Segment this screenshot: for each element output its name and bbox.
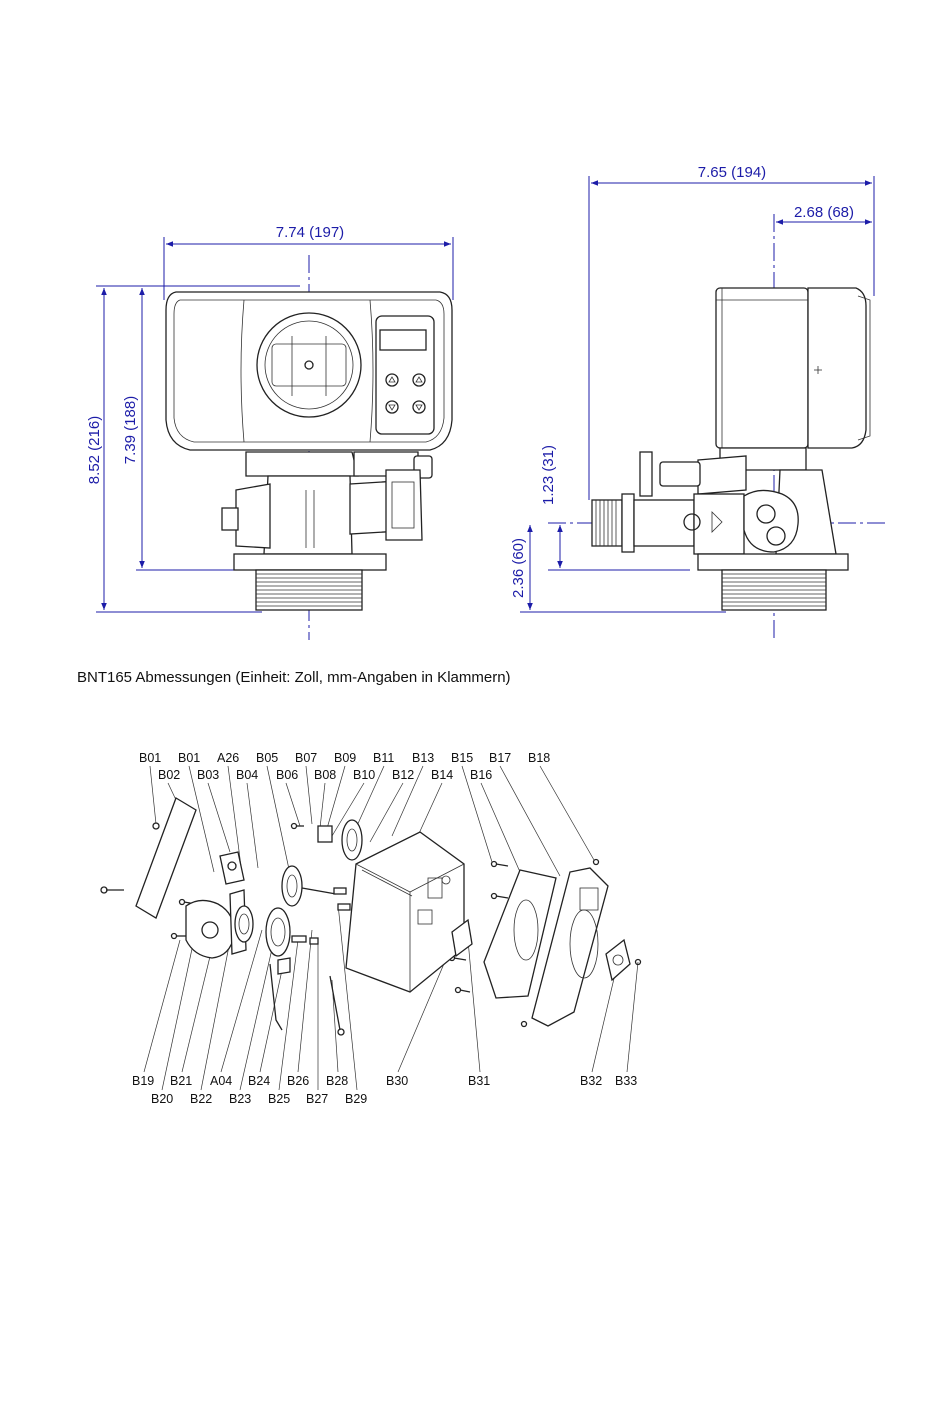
- offset-dim-label: 2.68 (68): [794, 204, 854, 221]
- port-height-dim-label: 1.23 (31): [540, 445, 557, 505]
- part-label: B01: [178, 751, 200, 765]
- dimensions-caption: BNT165 Abmessungen (Einheit: Zoll, mm-An…: [77, 669, 511, 686]
- part-label: B13: [412, 751, 434, 765]
- door-cover: [606, 940, 630, 980]
- part-label: B02: [158, 768, 180, 782]
- part-label: B17: [489, 751, 511, 765]
- gear-mid: [282, 866, 302, 906]
- part-label: B09: [334, 751, 356, 765]
- part-label: B11: [373, 751, 394, 765]
- part-label: B26: [287, 1074, 309, 1088]
- gear-small: [235, 906, 253, 942]
- cover-plate: [136, 798, 196, 918]
- part-label: B32: [580, 1074, 602, 1088]
- part-label: B20: [151, 1092, 173, 1106]
- part-label: B19: [132, 1074, 154, 1088]
- part-label: A26: [217, 751, 239, 765]
- part-label: B15: [451, 751, 473, 765]
- side-inlet-thread: [592, 500, 622, 546]
- part-label: B33: [615, 1074, 637, 1088]
- part-label: B04: [236, 768, 258, 782]
- base-height-dim-label: 2.36 (60): [510, 538, 527, 598]
- part-label: B05: [256, 751, 278, 765]
- part-label: B06: [276, 768, 298, 782]
- part-label: B07: [295, 751, 317, 765]
- part-label: B01: [139, 751, 161, 765]
- part-label: B24: [248, 1074, 270, 1088]
- part-label: B08: [314, 768, 336, 782]
- height-total-dim-label: 8.52 (216): [86, 416, 103, 484]
- main-housing: [346, 832, 464, 992]
- gear-top: [342, 820, 362, 860]
- part-label: B27: [306, 1092, 328, 1106]
- height-body-dim-label: 7.39 (188): [122, 396, 139, 464]
- mount-disc: [186, 900, 234, 958]
- side-view: 7.65 (194) 2.68 (68) 1.23 (31) 2.36 (60): [510, 164, 885, 640]
- depth-dim-label: 7.65 (194): [698, 164, 766, 181]
- part-label: B14: [431, 768, 453, 782]
- part-label: B10: [353, 768, 375, 782]
- gear-large: [266, 908, 290, 956]
- front-view: 7.74 (197) 8.52 (216) 7.39 (188): [86, 224, 453, 640]
- side-cover: [808, 288, 866, 448]
- part-label: B30: [386, 1074, 408, 1088]
- valve-body: [264, 476, 352, 554]
- base-flange: [234, 554, 386, 570]
- part-label: B28: [326, 1074, 348, 1088]
- part-label: B12: [392, 768, 414, 782]
- part-label: B03: [197, 768, 219, 782]
- part-label: B16: [470, 768, 492, 782]
- side-housing: [716, 288, 808, 448]
- part-label: B31: [468, 1074, 490, 1088]
- side-base-flange: [698, 554, 848, 570]
- part-label: B22: [190, 1092, 212, 1106]
- width-dim-label: 7.74 (197): [276, 224, 344, 241]
- exploded-view: B01 B01 A26 B05 B07 B09 B11 B13 B15 B17 …: [101, 751, 641, 1106]
- part-label: B29: [345, 1092, 367, 1106]
- part-label: B18: [528, 751, 550, 765]
- part-label: B23: [229, 1092, 251, 1106]
- part-label: B25: [268, 1092, 290, 1106]
- part-label: A04: [210, 1074, 232, 1088]
- offset-dimension: 2.68 (68): [776, 204, 872, 222]
- part-label: B21: [170, 1074, 192, 1088]
